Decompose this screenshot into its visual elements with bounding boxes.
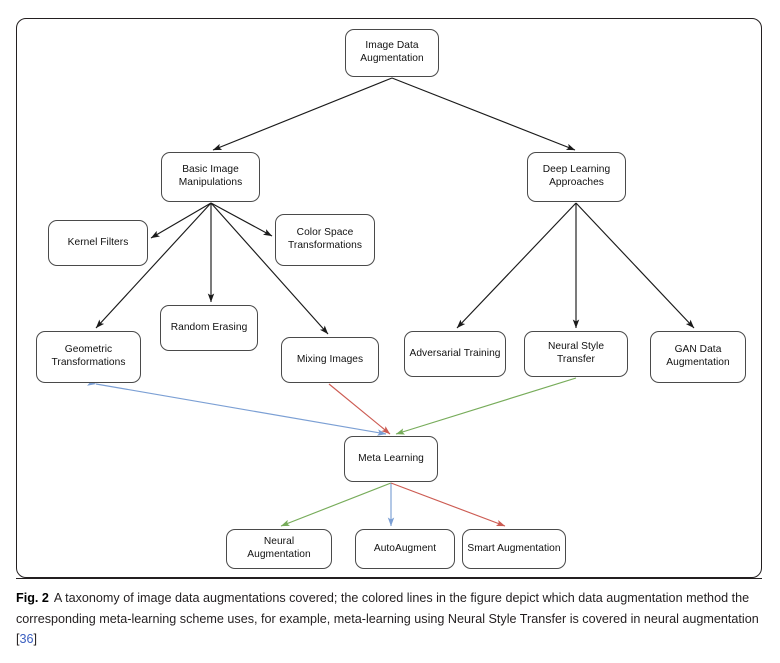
node-smart-augmentation[interactable]: Smart Augmentation: [462, 529, 566, 569]
node-basic-image-manipulations[interactable]: Basic Image Manipulations: [161, 152, 260, 202]
node-deep-learning-approaches[interactable]: Deep Learning Approaches: [527, 152, 626, 202]
node-gan-data-augmentation[interactable]: GAN Data Augmentation: [650, 331, 746, 383]
node-image-data-augmentation[interactable]: Image Data Augmentation: [345, 29, 439, 77]
node-random-erasing[interactable]: Random Erasing: [160, 305, 258, 351]
caption-text-part2: ]: [33, 632, 38, 646]
node-kernel-filters[interactable]: Kernel Filters: [48, 220, 148, 266]
node-autoaugment[interactable]: AutoAugment: [355, 529, 455, 569]
node-geometric-transformations[interactable]: Geometric Transformations: [36, 331, 141, 383]
figure-label: Fig. 2: [16, 591, 49, 605]
node-mixing-images[interactable]: Mixing Images: [281, 337, 379, 383]
citation-link-36[interactable]: 36: [19, 632, 34, 646]
node-neural-augmentation[interactable]: Neural Augmentation: [226, 529, 332, 569]
node-neural-style-transfer[interactable]: Neural Style Transfer: [524, 331, 628, 377]
node-color-space-transformations[interactable]: Color Space Transformations: [275, 214, 375, 266]
node-adversarial-training[interactable]: Adversarial Training: [404, 331, 506, 377]
caption-text-part1: A taxonomy of image data augmentations c…: [16, 591, 759, 646]
caption-divider: [16, 578, 762, 579]
node-meta-learning[interactable]: Meta Learning: [344, 436, 438, 482]
figure-frame: [16, 18, 762, 578]
